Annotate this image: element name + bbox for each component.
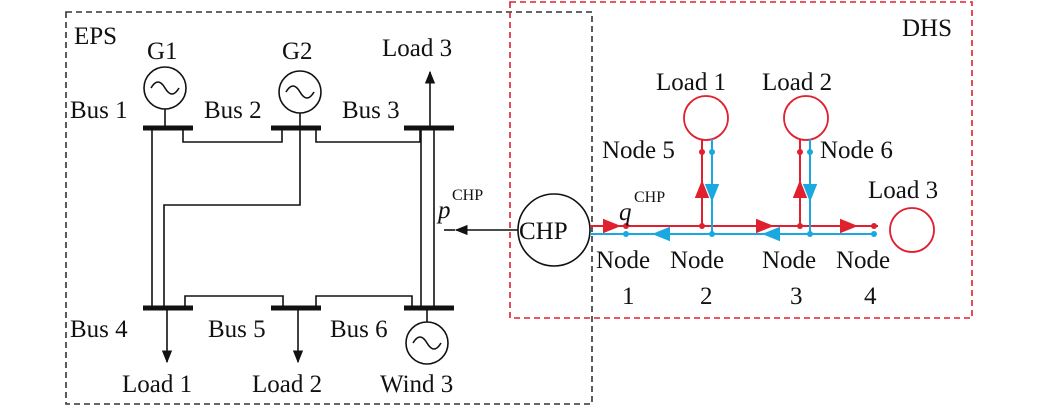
node-1-word: Node <box>596 247 650 274</box>
dhs-return-pipe <box>590 152 876 242</box>
dhs-supply-pipe <box>590 152 878 234</box>
bus-3-label: Bus 3 <box>342 97 400 124</box>
node-3-word: Node <box>762 247 816 274</box>
p-chp-label: p <box>436 197 451 224</box>
dhs-load-3-label: Load 3 <box>868 177 938 204</box>
node-1-number: 1 <box>622 283 635 310</box>
p-chp-sup: CHP <box>452 187 483 204</box>
bus-2-label: Bus 2 <box>204 97 262 124</box>
dhs-load-1-label: Load 1 <box>656 69 726 96</box>
eps-border <box>65 11 593 405</box>
bus-6-label: Bus 6 <box>330 316 388 343</box>
node-2-number: 2 <box>700 283 713 310</box>
eps-load-2-label: Load 2 <box>252 371 322 398</box>
wind-3-label: Wind 3 <box>380 371 453 398</box>
wind-generator: Wind 3 <box>380 308 453 398</box>
bus-1-label: Bus 1 <box>70 97 128 124</box>
eps-load-1-label: Load 1 <box>122 371 192 398</box>
node-4-number: 4 <box>864 283 877 310</box>
node-2-word: Node <box>670 247 724 274</box>
bus-4-label: Bus 4 <box>70 316 128 343</box>
bus-5-label: Bus 5 <box>208 316 266 343</box>
generator-g2-label: G2 <box>282 38 313 65</box>
dhs-load-3 <box>889 207 935 253</box>
dhs-border <box>509 1 973 319</box>
dhs-load-2 <box>783 95 829 141</box>
eps-load-3-label: Load 3 <box>382 35 452 62</box>
dhs-load-2-label: Load 2 <box>762 69 832 96</box>
node-6-label: Node 6 <box>820 137 893 164</box>
generator-g2: G2 <box>278 38 322 128</box>
node-3-number: 3 <box>790 283 803 310</box>
q-chp-label: q <box>619 199 632 226</box>
dhs-title: DHS <box>902 15 952 42</box>
chp-unit: CHP <box>517 193 591 267</box>
q-chp-sup: CHP <box>634 189 665 206</box>
node-4-word: Node <box>836 247 890 274</box>
dhs-load-1 <box>683 95 729 141</box>
node-5-label: Node 5 <box>602 137 675 164</box>
eps-title: EPS <box>74 23 117 50</box>
generator-g1: G1 <box>143 38 187 128</box>
generator-g1-label: G1 <box>147 38 178 65</box>
chp-label: CHP <box>519 218 568 245</box>
